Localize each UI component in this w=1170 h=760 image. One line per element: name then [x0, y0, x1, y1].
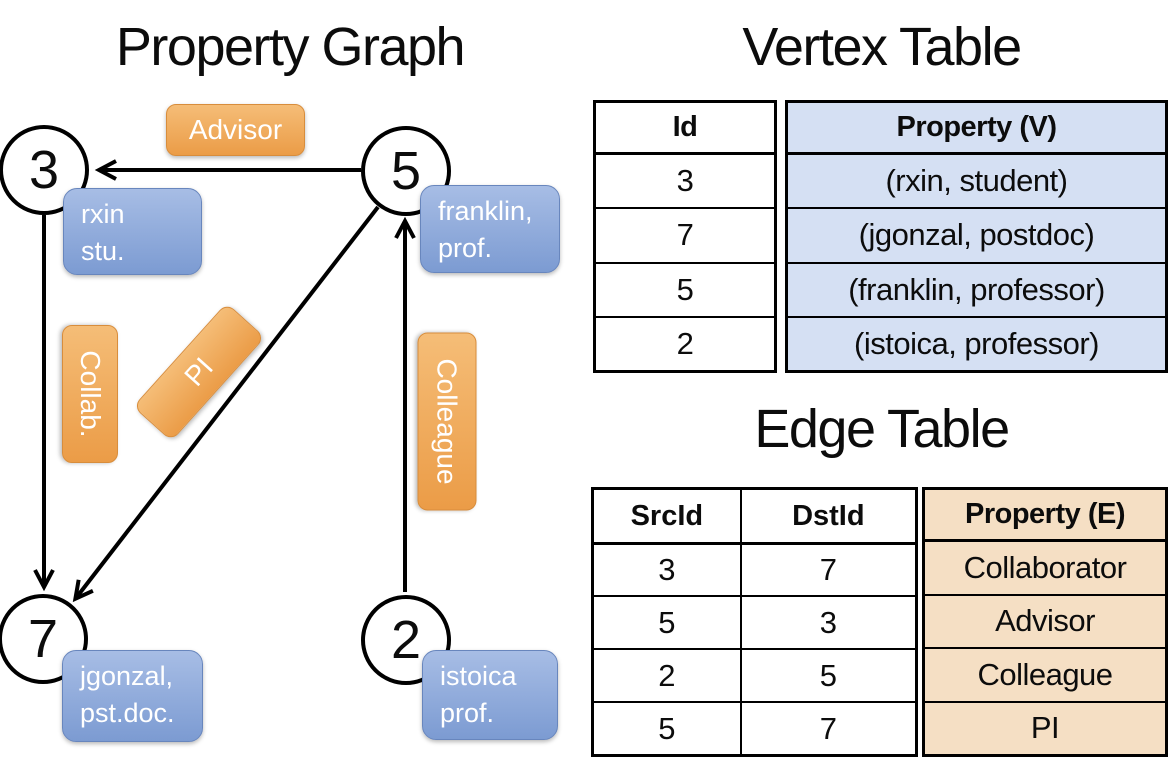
edge-label-text: Collab. [75, 350, 106, 438]
edge-table-src-cell: 3 [594, 542, 742, 595]
edge-table-dstid-header: DstId [792, 499, 865, 532]
edge-table-dst-cell: 5 [741, 648, 915, 701]
vertex-table-id-cell: 3 [676, 163, 694, 199]
vertex-table-id-cell: 5 [596, 261, 774, 316]
edge-table-dst-cell: 7 [741, 542, 915, 595]
graph-node-5: 5 [361, 126, 451, 216]
edge-label-text: PI [178, 351, 220, 392]
edge-pi-5-to-7 [72, 205, 380, 603]
vertex-property-line: franklin, [438, 196, 533, 226]
node-2-id: 2 [390, 610, 422, 670]
edge-table-src-cell: 5 [594, 701, 742, 754]
vertex-table-property-column: Property (V) (rxin, student) (jgonzal, p… [785, 100, 1168, 373]
edge-table-property-cell: Advisor [925, 593, 1165, 648]
edge-table-src-cell: 2 [594, 648, 742, 701]
vertex-table-title: Vertex Table [742, 17, 1022, 77]
edge-table-property-column: Property (E) Collaborator Advisor Collea… [922, 487, 1168, 757]
vertex-table-property-cell: (franklin, professor) [788, 261, 1165, 316]
edge-label-text: Colleague [432, 358, 463, 485]
edge-table-property-cell: Collaborator [963, 549, 1127, 585]
graph-node-2: 2 [361, 595, 451, 685]
vertex-property-line: pst.doc. [80, 698, 175, 729]
edge-label-text: Advisor [188, 114, 283, 145]
node-5-id: 5 [390, 141, 422, 201]
vertex-table-property-cell: (rxin, student) [885, 163, 1068, 199]
edge-table-id-columns: SrcId DstId 3 7 5 3 2 5 5 7 [591, 487, 918, 757]
vertex-property-box-franklin: franklin, prof. [420, 185, 560, 273]
vertex-property-box-rxin: rxin stu. [63, 188, 202, 275]
vertex-table-id-column: Id 3 7 5 2 [593, 100, 777, 373]
node-3-id: 3 [28, 140, 60, 200]
edge-table-property-cell: PI [925, 700, 1165, 755]
vertex-property-line: jgonzal, [80, 661, 174, 691]
edge-table-property-header: Property (E) [925, 490, 1165, 542]
vertex-table-property-cell: (jgonzal, postdoc) [788, 207, 1165, 261]
vertex-property-line: prof. [440, 698, 495, 729]
edge-table-dst-cell: 7 [741, 701, 915, 754]
edge-label-colleague: Colleague [417, 332, 477, 511]
vertex-table-property-header: Property (V) [788, 103, 1165, 155]
edge-label-advisor: Advisor [166, 104, 305, 156]
vertex-property-box-jgonzal: jgonzal, pst.doc. [62, 650, 203, 742]
vertex-table-id-header: Id [596, 103, 774, 155]
edge-table-property-cell: Colleague [925, 647, 1165, 701]
edge-table-dst-cell: 3 [741, 595, 915, 648]
property-graph-title: Property Graph [115, 17, 466, 77]
vertex-table-id-cell: 2 [596, 315, 774, 370]
vertex-table-property-cell: (istoica, professor) [788, 315, 1165, 370]
vertex-property-box-istoica: istoica prof. [422, 650, 558, 740]
vertex-table-id-cell: 7 [596, 207, 774, 261]
node-7-id: 7 [27, 609, 59, 669]
graph-edges [33, 159, 416, 603]
edge-table-src-cell: 5 [594, 595, 742, 648]
vertex-property-line: stu. [81, 236, 125, 267]
edge-label-collab: Collab. [62, 325, 118, 463]
vertex-property-line: istoica [440, 661, 517, 691]
edge-table-title: Edge Table [754, 399, 1010, 459]
vertex-property-line: prof. [438, 233, 493, 264]
vertex-property-line: rxin [81, 199, 125, 229]
edge-table-srcid-header: SrcId [594, 490, 742, 542]
